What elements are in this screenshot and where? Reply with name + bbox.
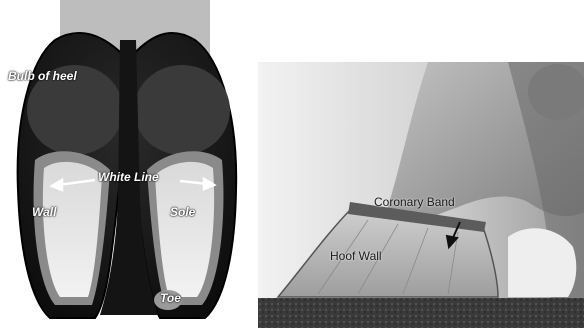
hoof-side-figure: Coronary Band Hoof Wall — [258, 62, 584, 328]
hoof-underside-drawing — [0, 0, 250, 328]
label-toe: Toe — [160, 292, 181, 304]
label-sole: Sole — [170, 206, 195, 218]
label-coronary-band: Coronary Band — [374, 196, 455, 208]
label-white-line: White Line — [98, 171, 159, 183]
label-wall: Wall — [32, 206, 56, 218]
right-heel-bulb — [134, 65, 230, 155]
hoof-underside-figure: Bulb of heel White Line Wall Sole Toe — [0, 0, 250, 328]
ground — [258, 298, 584, 328]
label-hoof-wall: Hoof Wall — [330, 250, 382, 262]
label-bulb-of-heel: Bulb of heel — [8, 70, 77, 82]
